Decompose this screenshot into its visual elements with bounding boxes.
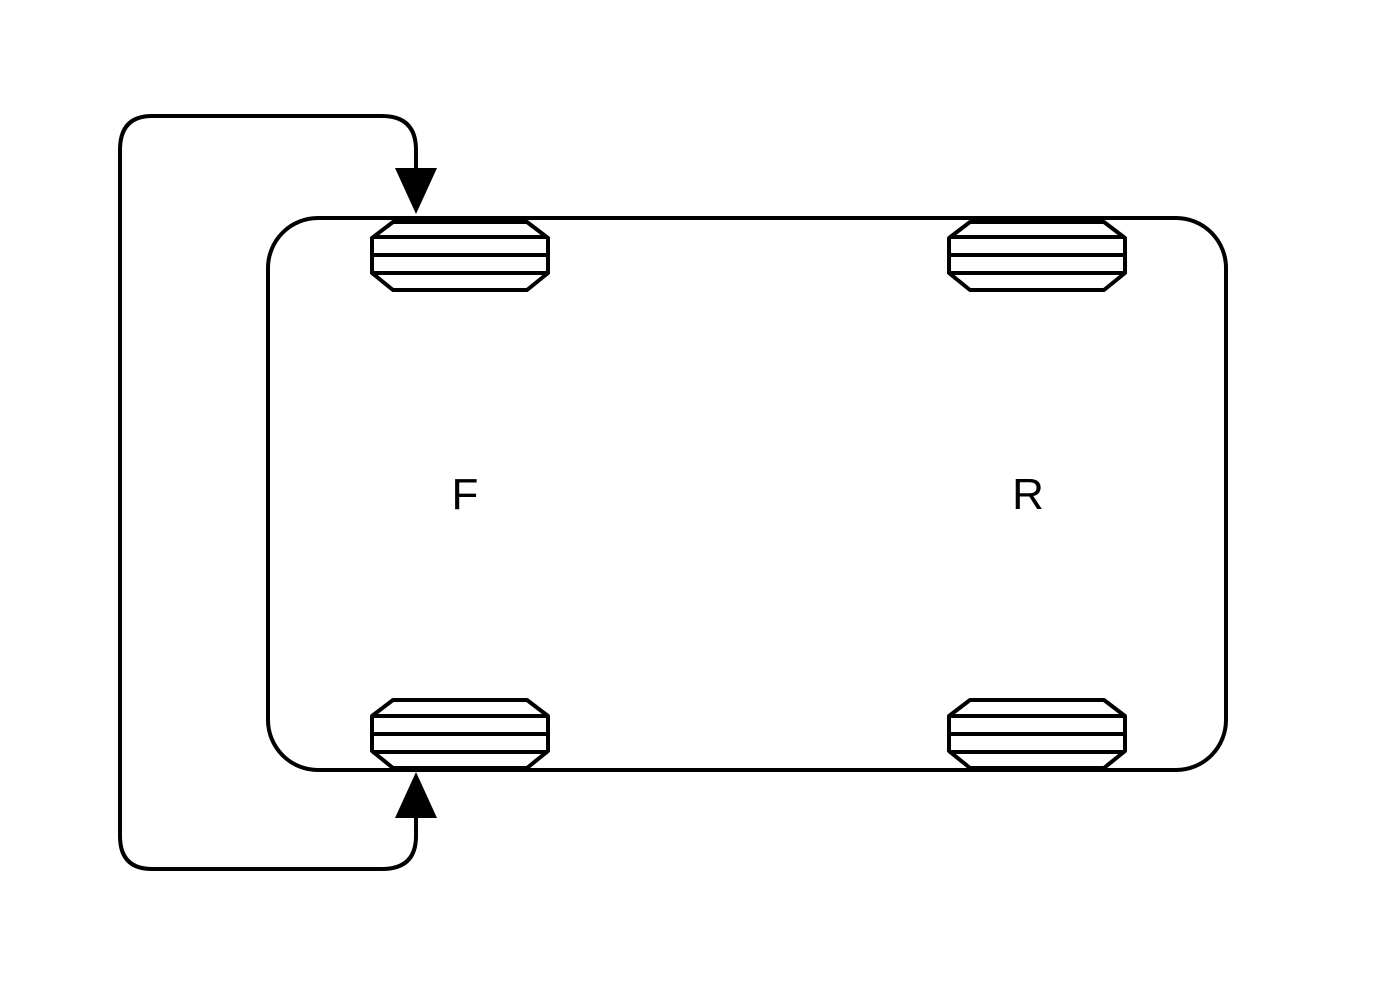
- tire-front-left: [370, 220, 550, 292]
- rear-axle-label: R: [1012, 470, 1044, 519]
- tire-rotation-arrow-icon: [395, 772, 437, 818]
- tire-rear-right: [947, 698, 1127, 770]
- front-axle-label: F: [452, 470, 479, 519]
- tire-front-right: [370, 698, 550, 770]
- tire-rotation-arrow-icon: [395, 168, 437, 214]
- rotation-loop-path: [118, 114, 418, 871]
- vehicle-body-outline: [266, 216, 1228, 772]
- tire-rear-left: [947, 220, 1127, 292]
